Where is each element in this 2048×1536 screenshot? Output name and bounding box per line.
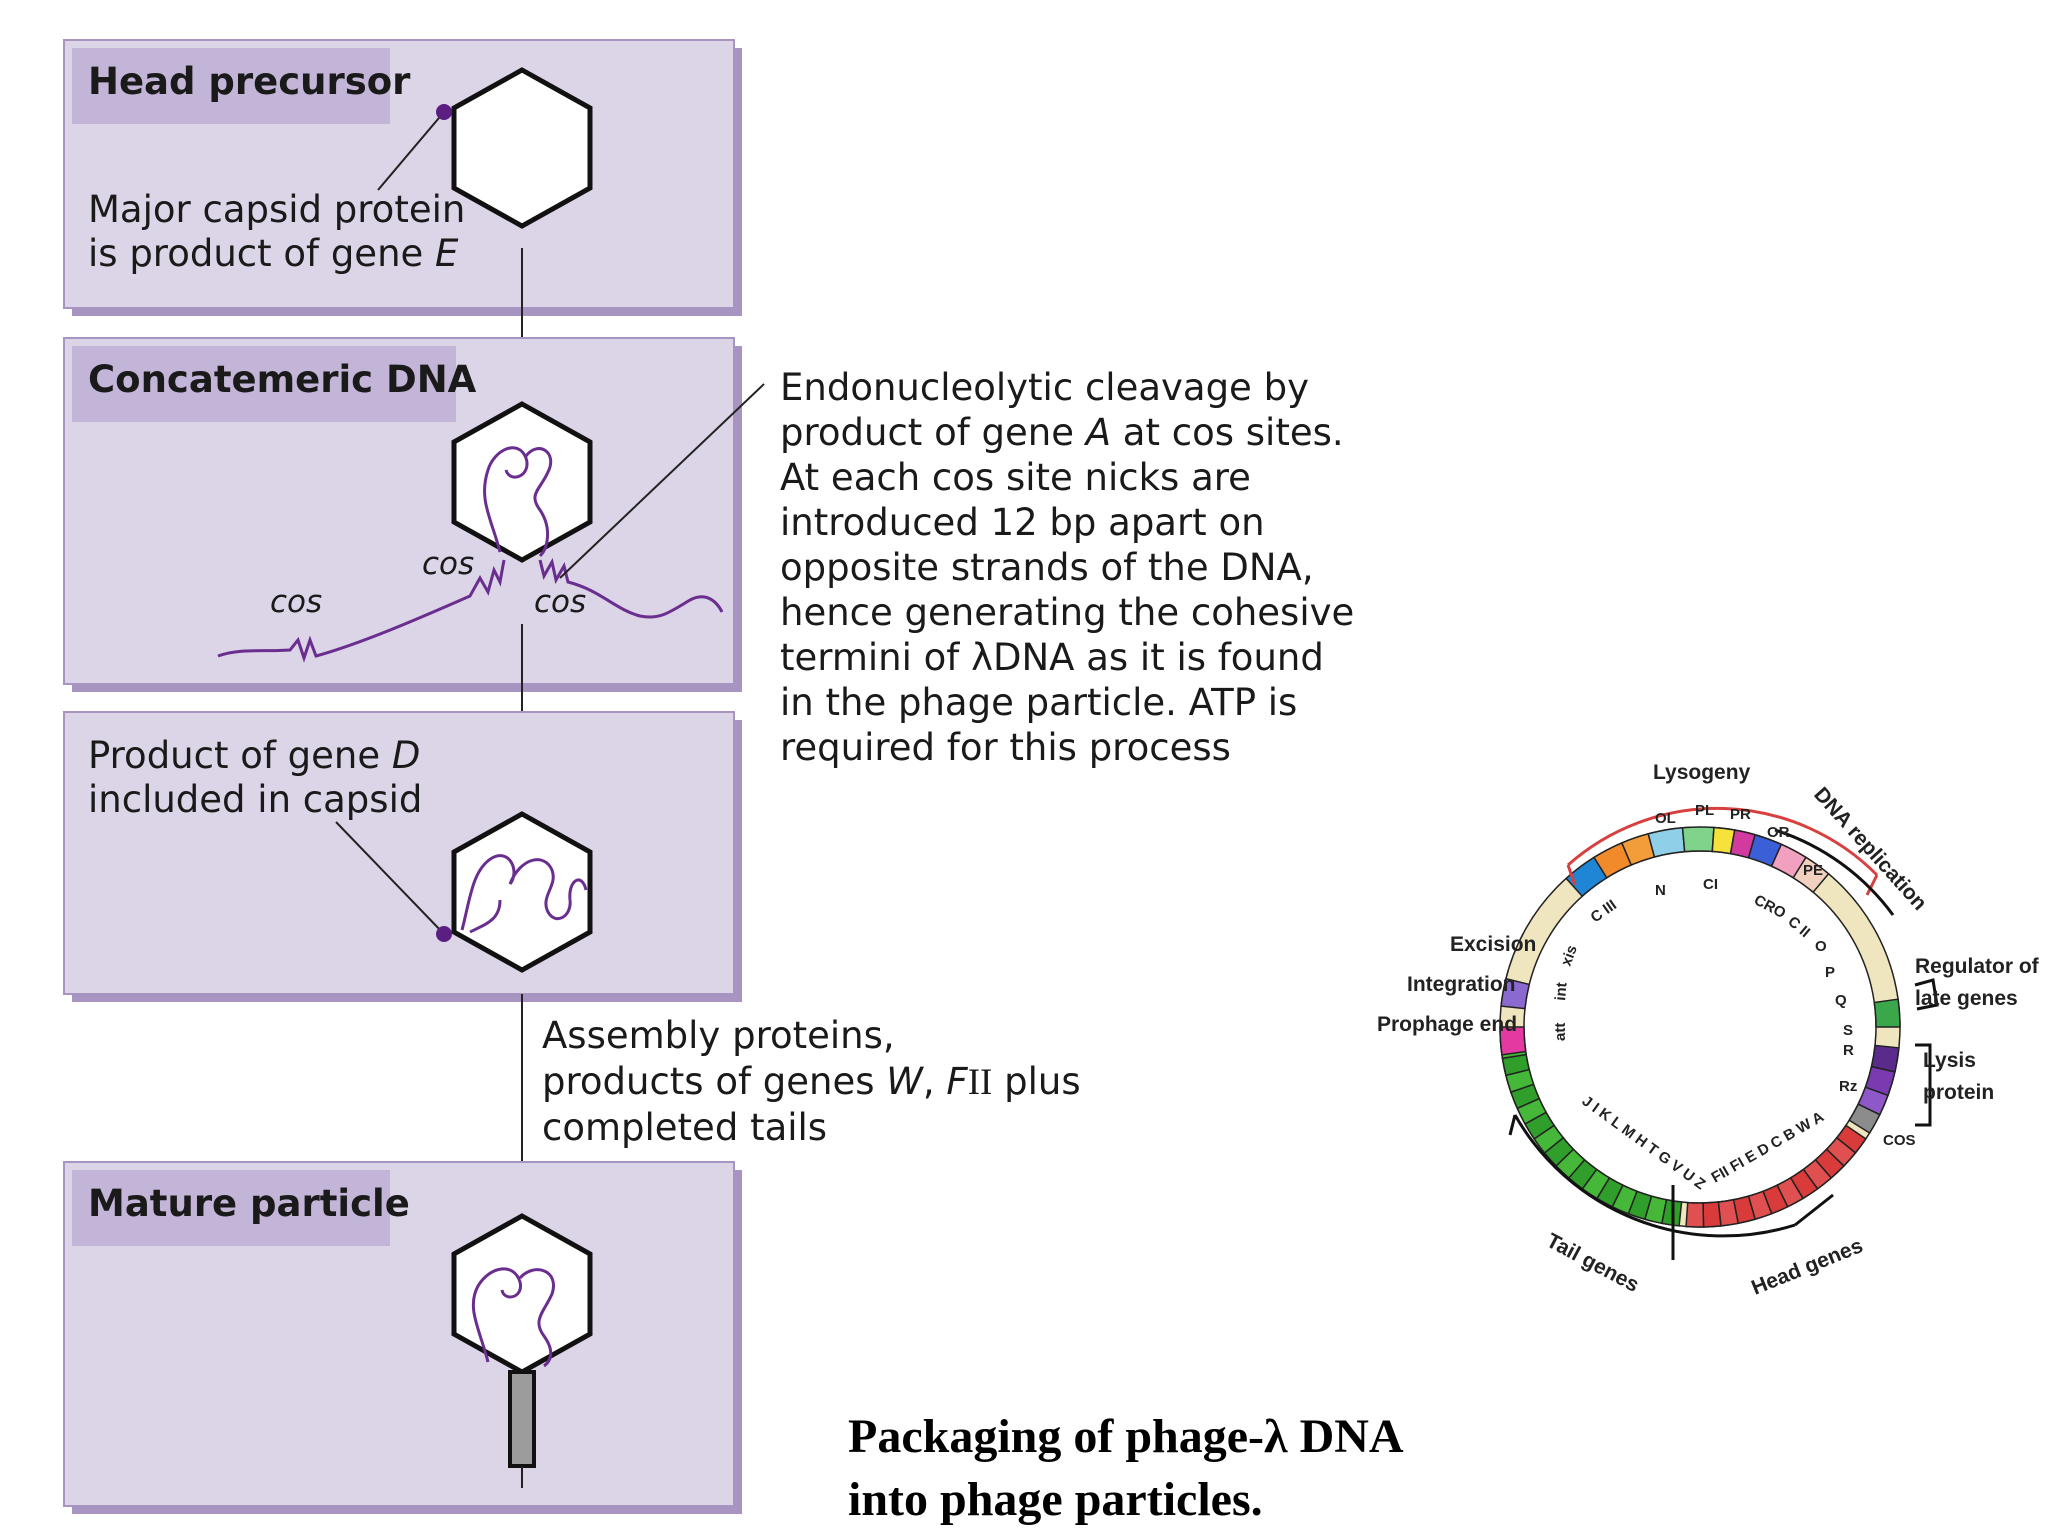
lysis-label-line2: protein — [1923, 1081, 1994, 1104]
lambda-genome-map: Lysogeny DNA replication Excision Integr… — [1355, 755, 2048, 1335]
gene-d-pointer-line — [335, 821, 445, 935]
gene-e-label: is product of gene E — [88, 232, 459, 275]
cleavage-note-line: required for this process — [780, 726, 1231, 769]
figure-caption: Packaging of phage-λ DNA into phage part… — [848, 1405, 1568, 1531]
caption-line1: Packaging of phage-λ DNA — [848, 1410, 1404, 1463]
included-in-capsid-label: included in capsid — [88, 778, 422, 821]
full-capsid-hexagon — [451, 811, 593, 973]
gene-or-label: OR — [1767, 824, 1790, 841]
gene-ol-label: OL — [1655, 810, 1676, 827]
gene-p-label: P — [1825, 964, 1835, 981]
genome-ring — [1499, 826, 1901, 1228]
cleavage-note-line: product of gene A at cos sites. — [780, 411, 1344, 454]
gene-o-label: O — [1815, 938, 1827, 955]
ring-segment — [1873, 998, 1901, 1028]
cleavage-note-line: At each cos site nicks are — [780, 456, 1251, 499]
capsid-pointer-line — [377, 111, 445, 191]
capsid-protein-dot — [436, 104, 452, 120]
ring-segment — [1647, 826, 1686, 858]
gene-r-label: R — [1843, 1042, 1854, 1059]
cos-label-left: cos — [270, 584, 322, 620]
cleavage-note-line: Endonucleolytic cleavage by — [780, 366, 1309, 409]
dna-inside-capsid — [483, 446, 553, 558]
panel-title-head-precursor: Head precursor — [88, 60, 411, 103]
assembly-note-line: products of genes W, FII plus — [542, 1060, 1081, 1103]
cos-label-upper: cos — [422, 546, 474, 582]
panel-mature-particle: Mature particle — [63, 1161, 742, 1514]
excision-label: Excision — [1450, 933, 1536, 956]
caption-line2: into phage particles. — [848, 1473, 1263, 1526]
panel-title-concatemeric-dna: Concatemeric DNA — [88, 358, 477, 401]
regulator-label-line2: late genes — [1915, 987, 2018, 1010]
ring-segment — [1500, 977, 1531, 1010]
gene-rz-label: Rz — [1839, 1078, 1857, 1095]
ring-segment — [1792, 856, 1830, 894]
cleavage-note-line: hence generating the cohesive — [780, 591, 1354, 634]
ring-segment — [1681, 826, 1715, 853]
gene-q-label: Q — [1835, 992, 1847, 1009]
tail-head-bracket — [1513, 1114, 1796, 1238]
panel-concatemeric-dna: Concatemeric DNA cos cos cos — [63, 337, 765, 692]
ring-segment — [1499, 1026, 1527, 1056]
gene-att-label: att — [1552, 1023, 1569, 1041]
integration-label: Integration — [1407, 973, 1516, 996]
head-bracket-end — [1794, 1193, 1834, 1227]
gene-s-label: S — [1843, 1022, 1853, 1039]
assembly-note-line: completed tails — [542, 1106, 827, 1149]
lysis-bracket — [1915, 1043, 1932, 1127]
title-tab — [72, 346, 456, 422]
regulator-label-line1: Regulator of — [1915, 955, 2040, 978]
cleavage-note: Endonucleolytic cleavage by product of g… — [780, 366, 1354, 769]
assembly-note-line: Assembly proteins, — [542, 1014, 895, 1057]
cos-label-lower: cos — [534, 584, 586, 620]
cos-map-label: COS — [1883, 1132, 1916, 1149]
cleavage-note-line: introduced 12 bp apart on — [780, 501, 1265, 544]
phage-tail — [508, 1370, 536, 1468]
ring-segment — [1848, 1103, 1881, 1135]
concatemer-right-strand — [538, 557, 724, 619]
gene-pr-label: PR — [1730, 806, 1751, 823]
assembly-note: Assembly proteins, products of genes W, … — [542, 1014, 1081, 1149]
cleavage-note-line: termini of λDNA as it is found — [780, 636, 1324, 679]
ring-segment — [1685, 1201, 1705, 1228]
concatemer-left-strand — [217, 559, 506, 663]
lysogeny-label: Lysogeny — [1653, 761, 1751, 784]
gene-int-label: int — [1552, 982, 1571, 1002]
panel-title-mature-particle: Mature particle — [88, 1182, 410, 1225]
prophage-end-label: Prophage end — [1377, 1013, 1517, 1036]
gene-ci-label: CI — [1703, 876, 1718, 893]
lysogeny-bracket — [1567, 806, 1879, 877]
capsid-protein-label: Major capsid protein — [88, 188, 465, 231]
cleavage-note-line: opposite strands of the DNA, — [780, 546, 1314, 589]
lysogeny-bracket-ends — [1566, 864, 1879, 896]
gene-d-label: Product of gene D — [88, 734, 420, 777]
title-tab — [72, 48, 390, 124]
cleavage-note-line: in the phage particle. ATP is — [780, 681, 1297, 724]
panel-gene-d: Product of gene D included in capsid — [63, 711, 742, 1002]
ring-segment — [1702, 1201, 1722, 1228]
gene-xis-label: xis — [1558, 943, 1581, 968]
gene-d-dot — [436, 926, 452, 942]
gene-n-label: N — [1655, 882, 1666, 899]
gene-pe-label: PE — [1803, 862, 1823, 879]
mature-dna — [471, 1267, 555, 1368]
tail-bracket-end — [1508, 1114, 1517, 1136]
title-tab — [72, 1170, 390, 1246]
dna-replication-bracket — [1774, 828, 1895, 916]
gene-pl-label: PL — [1695, 802, 1714, 819]
cleavage-pointer-line — [559, 383, 765, 579]
packaged-dna — [460, 854, 588, 934]
regulator-bracket — [1914, 978, 1939, 1011]
filling-capsid-hexagon — [451, 401, 593, 563]
empty-capsid-hexagon — [451, 67, 593, 229]
panel-head-precursor: Head precursor Major capsid protein is p… — [63, 39, 742, 316]
lysis-label: Lysis — [1923, 1049, 1976, 1072]
